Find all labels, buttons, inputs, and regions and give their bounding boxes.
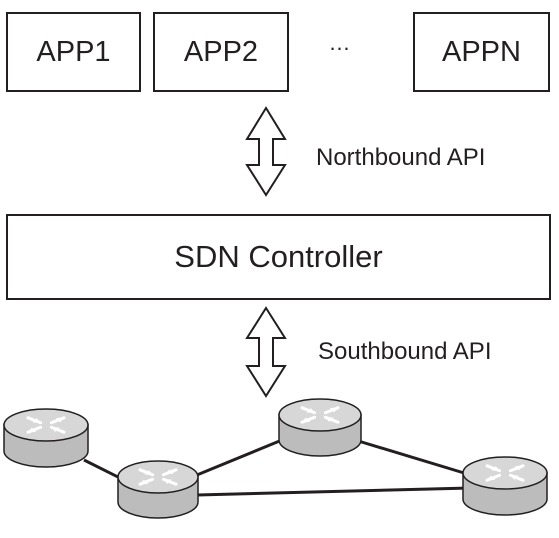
- app-label-n: APPN: [442, 35, 521, 68]
- apps-ellipsis: …: [328, 30, 352, 55]
- app-label-1: APP1: [36, 35, 111, 68]
- southbound-double-arrow: [245, 306, 287, 398]
- link-router2-router4: [196, 486, 471, 497]
- app-label-2: APP2: [183, 35, 259, 68]
- sdn-controller-label: SDN Controller: [174, 239, 383, 274]
- sdn-controller-box: SDN Controller: [6, 214, 551, 300]
- app-box-n: APPN: [413, 12, 550, 92]
- network-links: [83, 438, 475, 497]
- northbound-double-arrow: [245, 106, 287, 197]
- routers-group: [3, 398, 548, 519]
- router-4-icon: [462, 456, 548, 516]
- router-1-icon: [3, 408, 89, 468]
- app-box-2: APP2: [153, 12, 289, 92]
- northbound-api-label: Northbound API: [316, 144, 486, 171]
- link-router3-router4: [354, 438, 475, 478]
- link-router2-router3: [191, 438, 283, 479]
- southbound-api-label: Southbound API: [318, 338, 492, 365]
- router-2-icon: [117, 460, 199, 519]
- app-box-1: APP1: [6, 12, 141, 92]
- router-3-icon: [278, 398, 362, 457]
